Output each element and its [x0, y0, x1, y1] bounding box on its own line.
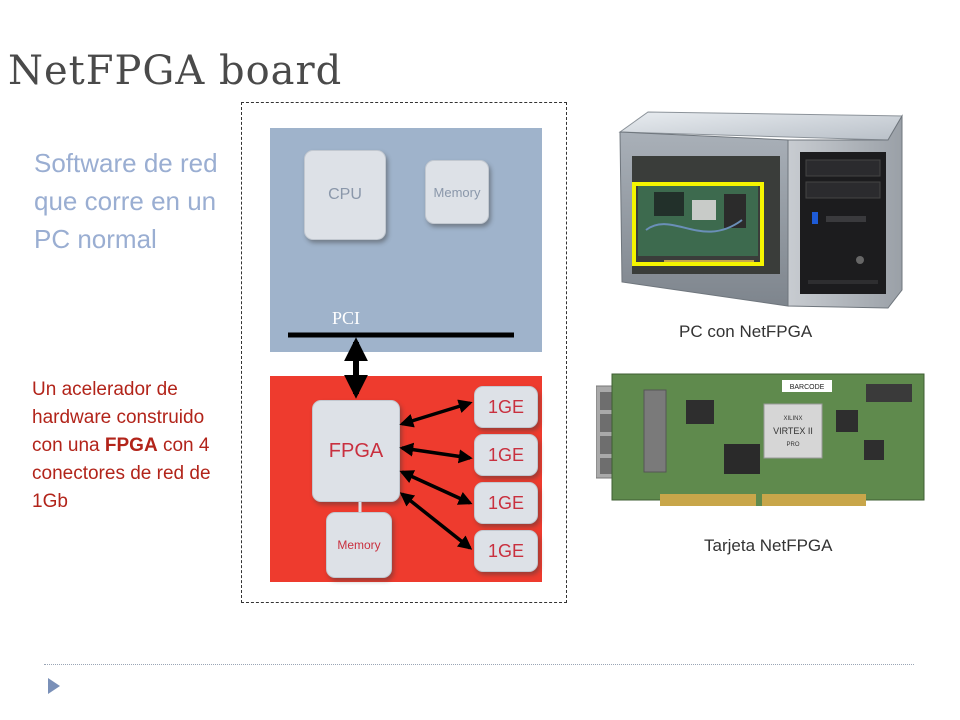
- gigabit-port-2: 1GE: [474, 434, 538, 476]
- play-bullet-icon: [48, 678, 60, 694]
- pc-memory-block: Memory: [425, 160, 489, 224]
- card-virtex-label: VIRTEX II: [773, 426, 813, 436]
- footer-divider: [44, 664, 914, 665]
- pc-photo-caption: PC con NetFPGA: [679, 322, 813, 341]
- netfpga-card-photo: BARCODE XILINX VIRTEX II PRO: [596, 373, 925, 506]
- hardware-text-part1: Un acelerador de hardware construido con…: [32, 379, 205, 456]
- hardware-text-fpga: FPGA: [104, 435, 158, 456]
- gigabit-port-3: 1GE: [474, 482, 538, 524]
- fpga-block: FPGA: [312, 400, 400, 502]
- software-description: Software de red que corre en un PC norma…: [34, 148, 218, 254]
- gigabit-port-4: 1GE: [474, 530, 538, 572]
- fpga-memory-block: Memory: [326, 512, 392, 578]
- cpu-block: CPU: [304, 150, 386, 240]
- card-photo-caption: Tarjeta NetFPGA: [704, 536, 833, 555]
- card-xilinx-label: XILINX: [783, 416, 802, 422]
- pc-photo: [618, 111, 903, 309]
- system-boundary: [241, 102, 567, 603]
- card-barcode-label: BARCODE: [790, 384, 825, 391]
- gigabit-port-1: 1GE: [474, 386, 538, 428]
- card-pro-label: PRO: [786, 442, 799, 448]
- hardware-text-part2: con 4 conectores de red de 1Gb: [32, 435, 211, 512]
- hardware-description: Un acelerador de hardware construido con…: [32, 376, 232, 516]
- pci-label: PCI: [332, 308, 361, 328]
- slide-title: NetFPGA board: [8, 48, 343, 94]
